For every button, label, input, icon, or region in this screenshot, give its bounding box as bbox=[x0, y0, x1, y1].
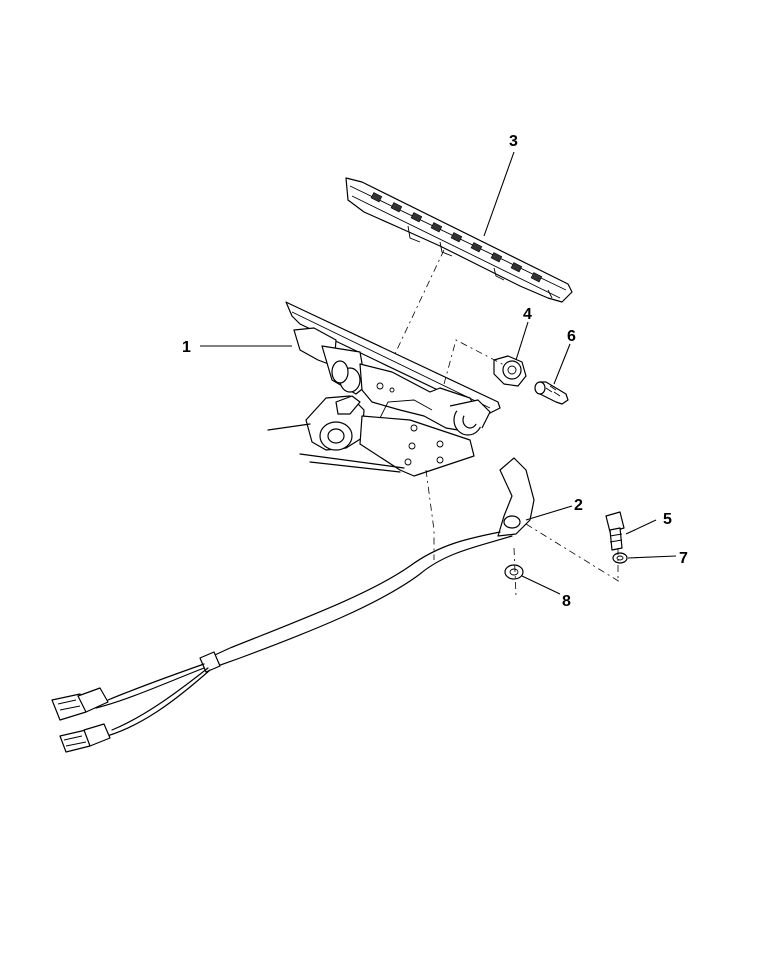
callout-6: 6 bbox=[567, 328, 576, 345]
pedal-assembly-part bbox=[267, 301, 501, 477]
nut-part bbox=[504, 564, 524, 580]
leader-lines bbox=[200, 151, 677, 595]
screw-part bbox=[534, 381, 569, 405]
callout-1: 1 bbox=[182, 339, 191, 356]
callout-8: 8 bbox=[562, 593, 571, 610]
callout-labels: 1 2 3 4 5 6 7 8 bbox=[182, 133, 688, 610]
alignment-lines bbox=[393, 249, 621, 597]
callout-5: 5 bbox=[663, 511, 672, 528]
bushing-part bbox=[493, 355, 527, 387]
cable-harness-part bbox=[51, 457, 535, 753]
callout-4: 4 bbox=[523, 306, 532, 323]
callout-7: 7 bbox=[679, 550, 688, 567]
bolt-part bbox=[605, 511, 625, 551]
foot-pad-part bbox=[345, 177, 573, 303]
washer-part bbox=[612, 552, 628, 564]
callout-3: 3 bbox=[509, 133, 518, 150]
callout-2: 2 bbox=[574, 497, 583, 514]
